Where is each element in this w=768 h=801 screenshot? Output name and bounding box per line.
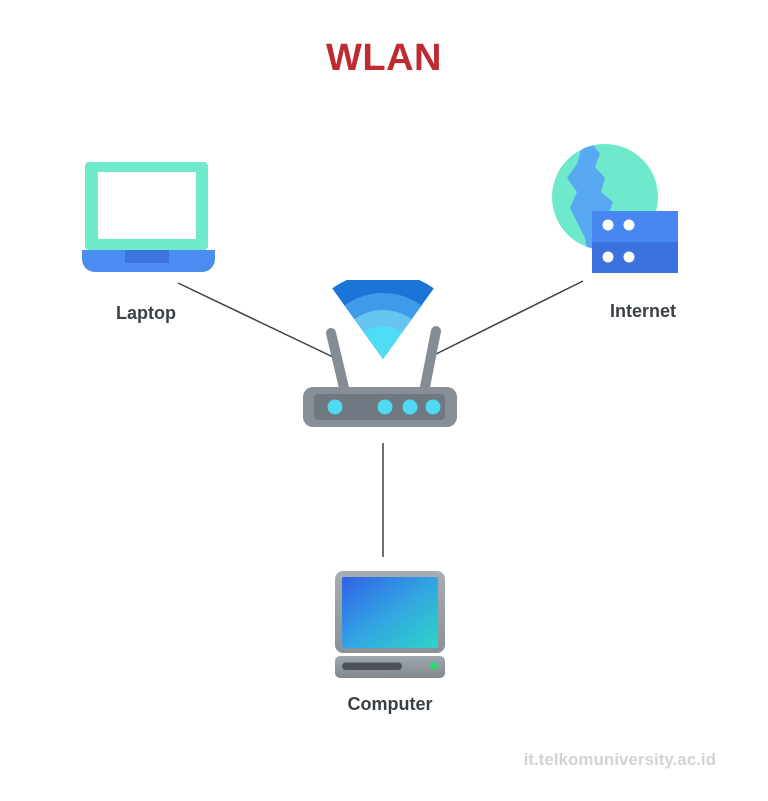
server-dot	[602, 251, 614, 263]
laptop-trackpad	[125, 250, 169, 263]
server-dot	[623, 219, 635, 231]
router-antenna-right	[419, 326, 441, 397]
watermark: it.telkomuniversity.ac.id	[523, 750, 716, 769]
server-dot	[602, 219, 614, 231]
computer-icon	[335, 571, 445, 678]
line-internet-router	[429, 280, 584, 358]
line-laptop-router	[177, 282, 334, 358]
server-dot	[623, 251, 635, 263]
router-icon	[303, 280, 457, 427]
laptop-label: Laptop	[116, 303, 176, 323]
laptop-icon	[82, 162, 215, 272]
laptop-screen	[98, 172, 196, 239]
diagram-title: WLAN	[326, 37, 442, 79]
router-antenna-left	[326, 328, 350, 397]
router-led	[402, 399, 418, 415]
router-led	[327, 399, 343, 415]
wifi-signal-icon	[332, 280, 434, 359]
router-led	[377, 399, 393, 415]
monitor-screen	[342, 577, 438, 648]
router-led	[425, 399, 441, 415]
internet-icon	[552, 144, 678, 273]
computer-label: Computer	[347, 694, 433, 714]
computer-slot	[342, 662, 402, 670]
power-led	[430, 662, 438, 670]
internet-label: Internet	[609, 301, 676, 321]
